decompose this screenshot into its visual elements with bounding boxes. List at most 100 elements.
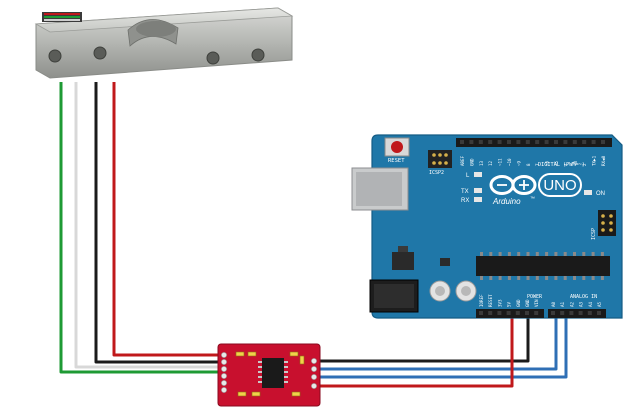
board-name: UNO — [543, 177, 576, 194]
chip-leg — [526, 252, 530, 256]
power-pin-hole — [515, 311, 520, 315]
digital-pin-hole — [582, 140, 587, 144]
analog-pin-label: A1 — [560, 301, 565, 307]
digital-pin-label: ~10 — [507, 158, 512, 166]
analog-pin-hole — [551, 311, 555, 315]
chip-leg — [582, 252, 586, 256]
digital-label: DIGITAL (PWM=~) — [538, 162, 585, 168]
digital-pin-hole — [572, 140, 577, 144]
analog-pin-label: A2 — [569, 301, 574, 307]
digital-pin-label: 8 — [526, 163, 531, 166]
load-cell-screw-holes — [48, 46, 265, 65]
digital-pin-label: 7 — [535, 163, 540, 166]
chip-leg — [600, 276, 604, 280]
power-pin-label: IOREF — [479, 294, 484, 307]
reset-button[interactable] — [384, 137, 410, 157]
voltage-regulator — [392, 246, 414, 270]
chip-leg — [554, 252, 558, 256]
icsp2-label: ICSP2 — [429, 170, 444, 176]
digital-pin-label: RX◀0 — [601, 155, 606, 166]
load-cell-cable — [42, 12, 82, 22]
hx711-chip-pins — [258, 361, 288, 383]
chip-leg — [563, 276, 567, 280]
uno-badge — [538, 173, 582, 197]
chip-leg — [535, 276, 539, 280]
hx711-right-pads — [311, 358, 317, 389]
analog-pin-hole — [597, 311, 601, 315]
digital-pin-hole — [488, 140, 493, 144]
digital-pin-hole — [507, 140, 511, 144]
digital-pin-label: ~6 — [545, 160, 550, 166]
wire-black-gnd — [318, 318, 530, 363]
chip-leg — [591, 252, 595, 256]
power-pin-hole — [479, 311, 483, 315]
power-pin-label: VIN — [534, 299, 539, 307]
power-pin-hole — [525, 311, 529, 315]
chip-leg — [517, 276, 521, 280]
digital-pin-label: 12 — [488, 160, 493, 166]
brand-name: Arduino — [492, 197, 521, 206]
capacitors — [429, 280, 477, 302]
digital-pin-hole — [516, 140, 521, 144]
digital-pin-hole — [460, 140, 464, 144]
chip-leg — [535, 252, 539, 256]
chip-leg — [591, 276, 595, 280]
digital-pin-hole — [554, 140, 558, 144]
digital-pin-label: 2 — [582, 163, 587, 166]
reset-label: RESET — [388, 158, 405, 164]
status-leds — [474, 172, 482, 202]
chip-leg — [489, 252, 493, 256]
analog-pin-label: A4 — [588, 301, 593, 307]
power-label: POWER — [527, 294, 543, 300]
chip-leg — [507, 276, 511, 280]
wire-black — [94, 82, 222, 364]
chip-leg — [545, 252, 549, 256]
chip-leg — [554, 276, 558, 280]
on-led — [584, 190, 592, 195]
icsp2-header — [428, 150, 452, 168]
load-cell-hole — [136, 21, 176, 37]
analog-label: ANALOG IN — [570, 294, 597, 300]
load-cell — [34, 7, 294, 79]
chip-leg — [582, 276, 586, 280]
digital-header — [456, 138, 612, 147]
chip-leg — [480, 276, 483, 280]
wire-red-vcc — [318, 318, 514, 388]
digital-pin-label: ~9 — [516, 160, 521, 166]
power-pin-hole — [488, 311, 493, 315]
chip-leg — [573, 252, 576, 256]
power-pin-label: RESET — [488, 294, 493, 307]
analog-pin-hole — [578, 311, 583, 315]
wire-red — [112, 82, 222, 357]
analog-pin-hole — [560, 311, 565, 315]
digital-pin-label: 13 — [479, 160, 484, 166]
hx711-components — [235, 351, 305, 397]
digital-pin-hole — [535, 140, 540, 144]
analog-header — [548, 309, 606, 318]
chip-leg — [545, 276, 549, 280]
chip-leg — [573, 276, 576, 280]
power-pin-label: GND — [525, 299, 530, 307]
load-cell-wires — [59, 82, 222, 374]
on-label: ON — [596, 191, 605, 197]
hx711-amplifier — [217, 343, 321, 407]
digital-pin-label: AREF — [460, 155, 465, 166]
digital-pin-hole — [544, 140, 549, 144]
brand-trademark: ™ — [530, 196, 535, 202]
arduino-logo-icon — [489, 175, 537, 195]
chip-leg — [507, 252, 511, 256]
chip-leg — [489, 276, 493, 280]
analog-pin-label: A3 — [579, 301, 584, 307]
analog-pin-hole — [569, 311, 574, 315]
hx711-chip — [262, 358, 284, 388]
chip-leg — [526, 276, 530, 280]
icsp-header — [598, 210, 616, 236]
digital-pin-hole — [478, 140, 483, 144]
digital-pin-label: GND — [469, 158, 474, 166]
chip-leg — [480, 252, 483, 256]
hx711-left-pads — [221, 352, 227, 393]
power-pin-hole — [497, 311, 502, 315]
